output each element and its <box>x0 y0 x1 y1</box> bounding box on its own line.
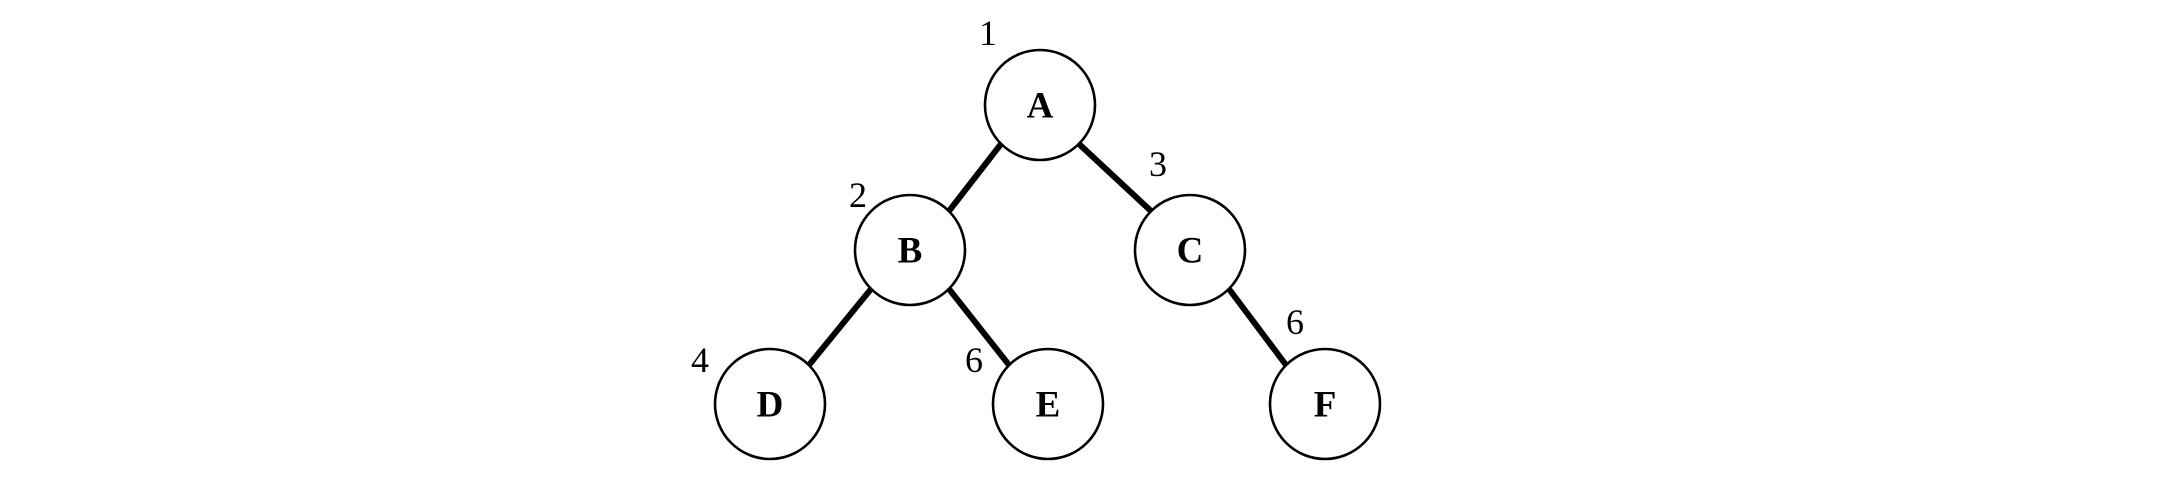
node-circle-b[interactable] <box>853 193 967 307</box>
tree-edge-b-d <box>806 287 874 367</box>
node-index-label-a: 1 <box>979 13 997 53</box>
node-circle-f[interactable] <box>1268 347 1382 461</box>
node-label-d: D <box>757 385 784 426</box>
tree-node-d[interactable]: D <box>713 347 827 461</box>
node-label-c: C <box>1177 231 1204 272</box>
tree-node-f[interactable]: F <box>1268 347 1382 461</box>
tree-node-a[interactable]: A <box>983 48 1097 162</box>
tree-node-c[interactable]: C <box>1133 193 1247 307</box>
tree-edge-b-e <box>946 287 1012 367</box>
edges-group <box>806 141 1289 367</box>
node-label-a: A <box>1027 86 1054 127</box>
tree-node-e[interactable]: E <box>991 347 1105 461</box>
node-index-label-d: 4 <box>691 340 709 380</box>
node-index-label-c: 3 <box>1149 144 1167 184</box>
node-index-label-b: 2 <box>849 175 867 215</box>
tree-node-b[interactable]: B <box>853 193 967 307</box>
node-circle-a[interactable] <box>983 48 1097 162</box>
tree-edge-a-b <box>946 142 1004 213</box>
nodes-group: A B C D E F <box>713 48 1382 461</box>
tree-edge-c-f <box>1226 287 1289 367</box>
node-index-label-e: 6 <box>965 340 983 380</box>
node-label-b: B <box>898 231 923 272</box>
node-circle-c[interactable] <box>1133 193 1247 307</box>
node-label-f: F <box>1314 385 1337 426</box>
tree-edge-a-c <box>1076 141 1154 214</box>
index-labels-group: 1 2 3 4 6 6 <box>691 13 1304 380</box>
node-circle-d[interactable] <box>713 347 827 461</box>
node-index-label-f: 6 <box>1286 302 1304 342</box>
node-circle-e[interactable] <box>991 347 1105 461</box>
node-label-e: E <box>1036 385 1061 426</box>
